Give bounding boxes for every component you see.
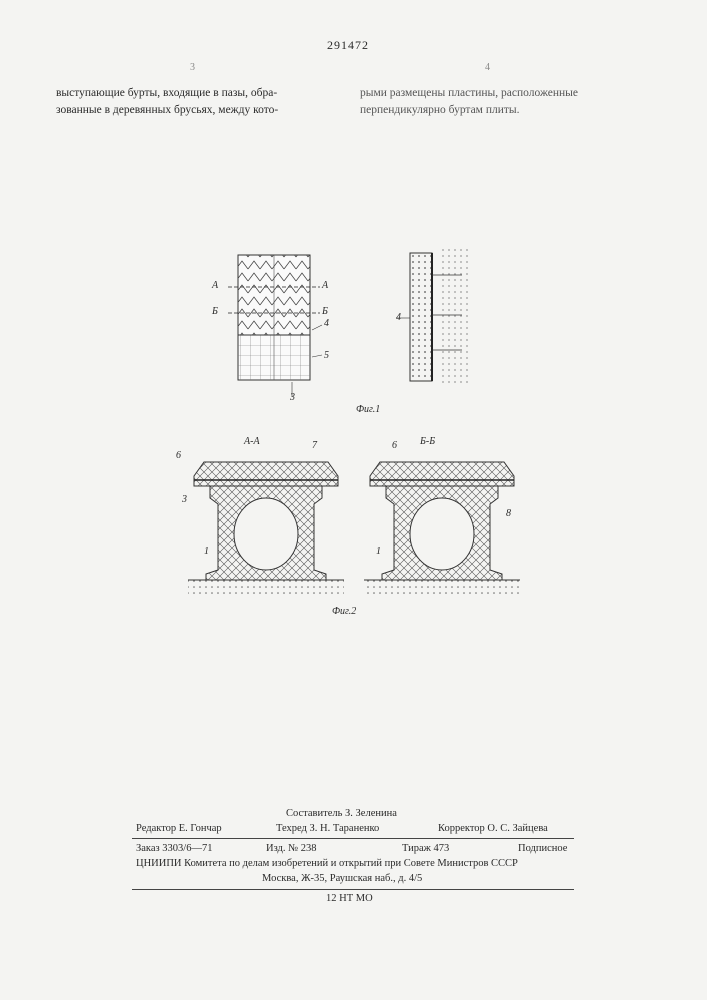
body-text-right-line-2: перпендикулярно буртам плиты.: [360, 104, 520, 116]
column-number-left: 3: [190, 62, 195, 73]
fig1-label-a-right: А: [322, 280, 328, 291]
footer-rule-bottom: [132, 889, 574, 890]
figure-1-plan-view: [228, 255, 322, 397]
footer-institute: ЦНИИПИ Комитета по делам изобретений и о…: [136, 858, 518, 869]
fig1-label-3: 3: [290, 392, 295, 403]
section-a-a-drawing: [188, 462, 344, 594]
figure-1-drawing: [200, 235, 500, 415]
fig2-label-1b: 1: [376, 546, 381, 557]
fig2-label-6b: 6: [392, 440, 397, 451]
figure-2-drawing: [180, 440, 540, 610]
figure-1-side-view: [396, 245, 468, 385]
footer-techred: Техред З. Н. Тараненко: [276, 823, 379, 834]
footer-subscription: Подписное: [518, 843, 567, 854]
fig2-label-3: 3: [182, 494, 187, 505]
footer-circulation: Тираж 473: [402, 843, 449, 854]
section-b-b-title: Б-Б: [420, 436, 435, 447]
body-text-left-line-2: зованные в деревянных брусьях, между кот…: [56, 104, 278, 116]
fig1-label-a-left: А: [212, 280, 218, 291]
footer-compiler: Составитель З. Зеленина: [286, 808, 397, 819]
footer-editor: Редактор Е. Гончар: [136, 823, 222, 834]
fig1-label-5: 5: [324, 350, 329, 361]
section-a-a-title: А-А: [244, 436, 260, 447]
footer-order: Заказ 3303/6—71: [136, 843, 212, 854]
footer-address: Москва, Ж-35, Раушская наб., д. 4/5: [262, 873, 422, 884]
fig1-caption: Фиг.1: [356, 404, 380, 415]
section-b-b-drawing: [364, 462, 520, 594]
fig1-label-4: 4: [324, 318, 329, 329]
fig2-caption: Фиг.2: [332, 606, 356, 617]
fig1-label-4-side: 4: [396, 312, 401, 323]
body-text-left-line-1: выступающие бурты, входящие в пазы, обра…: [56, 87, 277, 99]
fig1-label-b-left: Б: [212, 306, 218, 317]
footer-corrector: Корректор О. С. Зайцева: [438, 823, 548, 834]
column-number-right: 4: [485, 62, 490, 73]
fig1-label-b-right: Б: [322, 306, 328, 317]
fig2-label-6: 6: [176, 450, 181, 461]
patent-number: 291472: [327, 38, 369, 53]
fig2-label-1: 1: [204, 546, 209, 557]
footer-printer: 12 НТ МО: [326, 893, 373, 904]
fig2-label-7: 7: [312, 440, 317, 451]
footer-rule-top: [132, 838, 574, 839]
fig2-label-8: 8: [506, 508, 511, 519]
body-text-right-line-1: рыми размещены пластины, расположенные: [360, 87, 578, 99]
footer-edition: Изд. № 238: [266, 843, 317, 854]
